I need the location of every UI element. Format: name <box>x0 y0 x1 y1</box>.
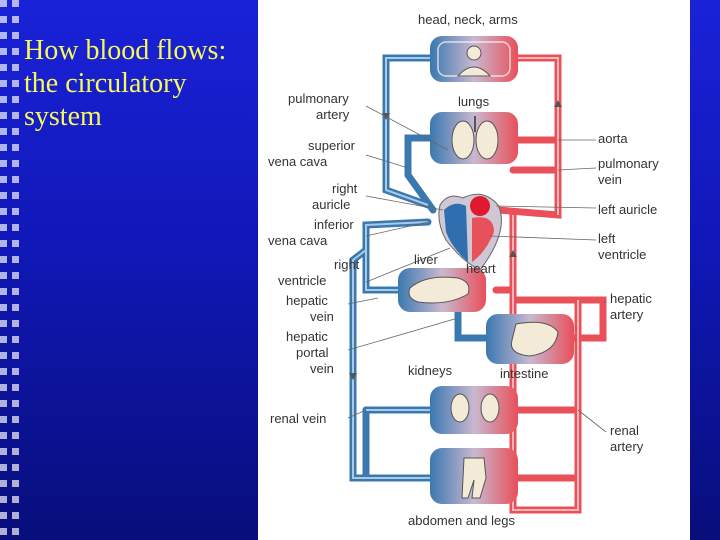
label-right-ventricle-1: right <box>334 257 360 272</box>
heart <box>438 193 502 271</box>
capillary-kidneys <box>430 386 518 434</box>
label-hepatic-artery-1: hepatic <box>610 291 652 306</box>
label-hepatic-portal-vein-1: hepatic <box>286 329 328 344</box>
label-renal-vein: renal vein <box>270 411 326 426</box>
label-right-auricle-1: right <box>332 181 358 196</box>
label-renal-artery-2: artery <box>610 439 644 454</box>
label-inferior-vena-cava-2: vena cava <box>268 233 328 248</box>
slide-title: How blood flows: the circulatory system <box>24 34 264 133</box>
leader-lines <box>347 105 607 433</box>
label-hepatic-artery-2: artery <box>610 307 644 322</box>
circulatory-diagram: head, neck, arms lungs pulmonary artery … <box>258 0 690 540</box>
title-line-1: How blood flows: <box>24 35 227 66</box>
capillary-abdomen-legs <box>430 448 518 504</box>
label-heart: heart <box>466 261 496 276</box>
label-abdomen-legs: abdomen and legs <box>408 513 515 528</box>
title-line-3: system <box>24 101 102 133</box>
label-head-neck-arms: head, neck, arms <box>418 12 518 27</box>
label-left-ventricle-1: left <box>598 231 616 246</box>
label-right-ventricle-2: ventricle <box>278 273 326 288</box>
decorative-stripe <box>0 0 20 540</box>
capillary-head <box>430 36 518 82</box>
label-hepatic-portal-vein-3: vein <box>310 361 334 376</box>
label-pulmonary-artery-1: pulmonary <box>288 91 349 106</box>
label-hepatic-vein-1: hepatic <box>286 293 328 308</box>
label-pulmonary-vein-1: pulmonary <box>598 156 659 171</box>
label-superior-vena-cava-1: superior <box>308 138 356 153</box>
label-right-auricle-2: auricle <box>312 197 350 212</box>
label-lungs: lungs <box>458 94 490 109</box>
label-aorta: aorta <box>598 131 628 146</box>
label-superior-vena-cava-2: vena cava <box>268 154 328 169</box>
label-hepatic-portal-vein-2: portal <box>296 345 329 360</box>
label-pulmonary-vein-2: vein <box>598 172 622 187</box>
label-liver: liver <box>414 252 439 267</box>
capillary-lungs <box>430 112 518 164</box>
vein-lungs-return <box>404 134 437 214</box>
label-inferior-vena-cava-1: inferior <box>314 217 354 232</box>
diagram-svg: head, neck, arms lungs pulmonary artery … <box>268 12 659 528</box>
label-kidneys: kidneys <box>408 363 453 378</box>
label-pulmonary-artery-2: artery <box>316 107 350 122</box>
label-hepatic-vein-2: vein <box>310 309 334 324</box>
label-left-auricle: left auricle <box>598 202 657 217</box>
label-intestine: intestine <box>500 366 548 381</box>
artery-hepatic <box>492 286 607 342</box>
vein-intestine-portal <box>454 296 494 342</box>
title-line-2: the circulatory <box>24 68 187 100</box>
capillary-liver <box>398 268 486 312</box>
capillary-intestine <box>486 314 574 364</box>
label-renal-artery-1: renal <box>610 423 639 438</box>
label-left-ventricle-2: ventricle <box>598 247 646 262</box>
